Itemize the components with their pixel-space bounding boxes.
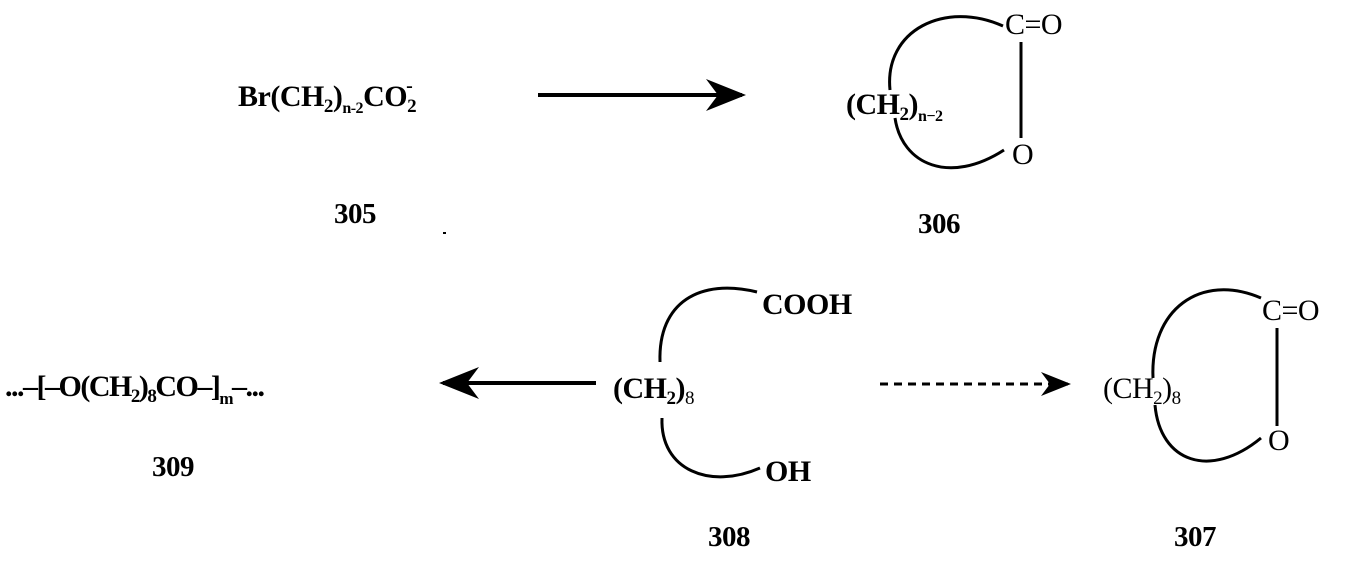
formula-305: Br(CH2)n-2CO2-: [238, 76, 422, 117]
chain-arc-lower-308: [660, 417, 761, 479]
subscript: n−2: [918, 108, 943, 125]
formula-text: ...–[–O(CH: [5, 370, 132, 403]
subscript: 2: [323, 96, 334, 117]
formula-text: CO–]: [155, 370, 221, 403]
formula-text: (CH: [613, 372, 667, 405]
speck: [443, 232, 446, 234]
chain-arc-upper-308: [658, 286, 758, 363]
alcohol-group-308: OH: [765, 455, 811, 488]
formula-text: (CH: [846, 88, 900, 121]
formula-text: ): [908, 88, 919, 121]
formula-text: ): [332, 80, 343, 113]
ring-oxygen-307: O: [1268, 424, 1290, 457]
acid-group-308: COOH: [762, 288, 852, 321]
label-305: 305: [334, 198, 377, 230]
subscript: m: [219, 389, 233, 408]
polymer-309: ...–[–O(CH2)8CO–]m–...: [5, 370, 265, 408]
subscript: 2: [1153, 388, 1163, 409]
charge-superscript: -: [406, 75, 413, 97]
subscript: 2: [130, 386, 141, 407]
label-308: 308: [708, 521, 751, 553]
formula-text: ): [675, 372, 686, 405]
subscript: 2: [899, 104, 910, 125]
chain-306: (CH2)n−2: [846, 90, 943, 125]
subscript: 8: [685, 388, 695, 409]
carbonyl-306: C=O: [1005, 8, 1063, 41]
label-309: 309: [152, 451, 195, 483]
ring-arc-upper-307: [1151, 288, 1262, 379]
formula-text: ): [138, 370, 149, 403]
ring-arc-lower-307: [1153, 404, 1262, 463]
label-307: 307: [1174, 521, 1217, 553]
label-306: 306: [918, 208, 961, 240]
subscript: 8: [147, 386, 157, 407]
ring-oxygen-306: O: [1012, 138, 1034, 171]
subscript: 2: [666, 388, 677, 409]
chain-308: (CH2)8: [613, 372, 695, 409]
chain-307: (CH2)8: [1103, 372, 1182, 409]
subscript: 8: [1171, 388, 1182, 409]
formula-text: –...: [232, 370, 265, 403]
subscript: 2: [407, 96, 417, 117]
ring-arc-lower-306: [893, 117, 1005, 170]
subscript: n-2: [342, 100, 364, 117]
formula-text: (CH: [1103, 372, 1154, 405]
carbonyl-307: C=O: [1262, 294, 1320, 327]
ring-arc-upper-306: [888, 15, 1004, 91]
formula-text: ): [1162, 372, 1172, 405]
formula-text: Br(CH: [238, 80, 324, 113]
formula-text: CO: [363, 80, 408, 113]
